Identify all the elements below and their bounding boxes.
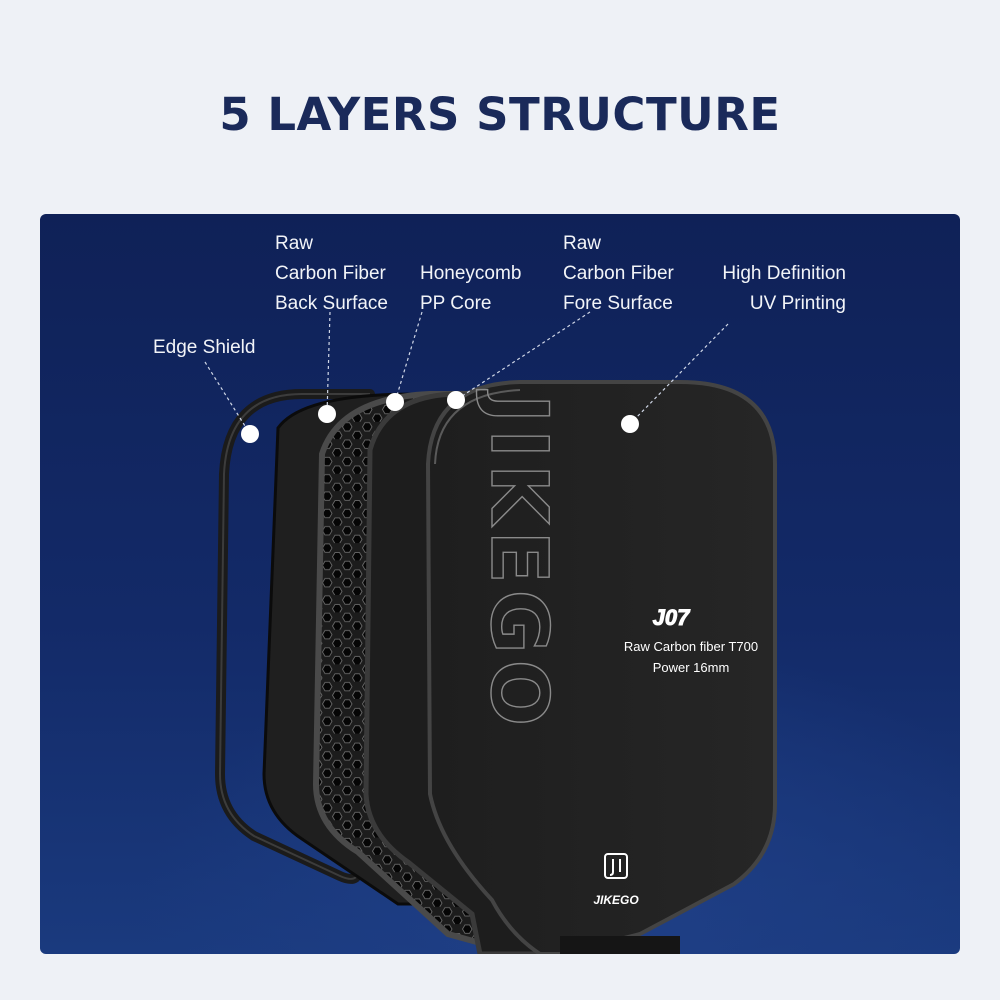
label-edge-shield: Edge Shield (153, 333, 255, 363)
label-edge-shield-line1: Edge Shield (153, 337, 256, 358)
dot-fore-surface (447, 391, 465, 409)
paddle-exploded-illustration: JIKEGO J07 Raw Carbon fiber T700 Power 1… (204, 311, 777, 954)
label-fore-surface-line1: Raw (563, 233, 602, 254)
label-core: Honeycomb PP Core (420, 259, 521, 319)
paddle-model: J07 (653, 605, 691, 630)
brand-logo-icon (604, 853, 628, 879)
leader-back-surface (326, 311, 331, 415)
paddle-spec-thickness: Power 16mm (653, 660, 730, 675)
paddle-brand: JIKEGO (593, 893, 639, 907)
label-back-surface-line1: Raw (275, 233, 314, 254)
dot-back-surface (318, 405, 336, 423)
page-title: 5 LAYERS STRUCTURE (219, 88, 781, 141)
label-back-surface-line2: Carbon Fiber (275, 263, 386, 284)
leader-fore-surface (455, 311, 591, 401)
leader-edge-shield (204, 361, 251, 435)
dot-core (386, 393, 404, 411)
label-back-surface: Raw Carbon Fiber Back Surface (275, 229, 388, 319)
label-core-line2: PP Core (420, 293, 492, 314)
label-back-surface-line3: Back Surface (275, 293, 388, 314)
dot-printing (621, 415, 639, 433)
label-fore-surface-line2: Carbon Fiber (563, 263, 674, 284)
label-printing-line2: UV Printing (749, 293, 846, 314)
leader-core (394, 311, 423, 403)
label-printing: High Definition UV Printing (680, 259, 846, 319)
label-fore-surface-line3: Fore Surface (563, 293, 673, 314)
label-core-line1: Honeycomb (420, 263, 522, 284)
paddle-spec-material: Raw Carbon fiber T700 (624, 639, 758, 654)
label-printing-line1: High Definition (722, 263, 846, 284)
dot-edge-shield (241, 425, 259, 443)
structure-panel: JIKEGO J07 Raw Carbon fiber T700 Power 1… (40, 214, 960, 954)
front-paddle-layer (425, 380, 777, 954)
paddle-vertical-brand: JIKEGO (473, 389, 563, 732)
leader-printing (629, 323, 729, 425)
paddle-handle (560, 936, 680, 954)
label-fore-surface: Raw Carbon Fiber Fore Surface (563, 229, 674, 319)
